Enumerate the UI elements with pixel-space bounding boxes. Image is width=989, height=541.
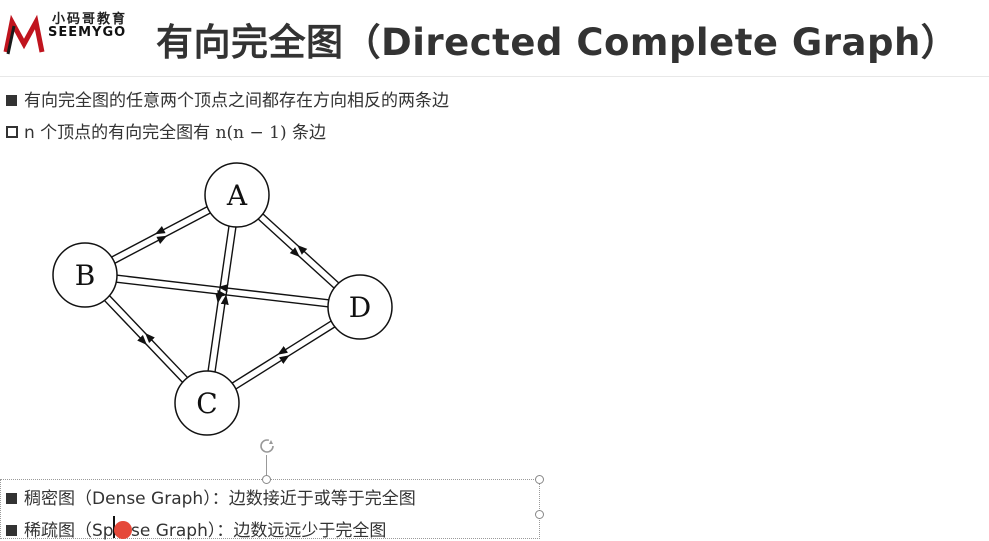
filled-square-bullet-icon (6, 525, 17, 536)
bullet-2-suffix: 条边 (286, 123, 327, 143)
filled-square-bullet-icon (6, 493, 17, 504)
vertex-D-label: D (349, 291, 371, 324)
definition-sparse: 稀疏图（Sparse Graph）：边数远远少于完全图 (6, 516, 386, 541)
logo-en-text: SEEMYGO (48, 25, 127, 40)
vertex-C (174, 370, 240, 436)
vertex-C-label: C (196, 387, 217, 420)
logo-cn-text: 小码哥教育 (52, 12, 128, 27)
bullet-2-prefix: n 个顶点的有向完全图有 (24, 123, 216, 143)
edge-A-to-D (257, 218, 335, 289)
edge-count-formula: n(n − 1) (215, 123, 287, 143)
slide-title: 有向完全图（Directed Complete Graph） (156, 21, 959, 64)
header-divider (0, 76, 989, 77)
edge-B-to-C (104, 300, 183, 383)
seemygo-logo (3, 14, 45, 55)
rotate-handle-stem (266, 455, 267, 477)
directed-complete-graph-diagram: A B C D (52, 162, 393, 436)
edge-B-to-A (114, 212, 211, 264)
edge-C-to-B (109, 295, 188, 378)
bullet-2: n 个顶点的有向完全图有 n(n − 1) 条边 (6, 118, 326, 143)
vertex-A-label: A (226, 179, 248, 212)
edge-A-to-C (207, 226, 230, 371)
definition-dense-text: 稠密图（Dense Graph）：边数接近于或等于完全图 (24, 489, 416, 509)
vertex-B (52, 242, 118, 308)
vertex-B-label: B (75, 259, 96, 292)
filled-square-bullet-icon (6, 95, 17, 106)
edge-D-to-B (117, 274, 329, 301)
edge-A-to-B (111, 206, 208, 258)
edge-D-to-C (231, 320, 332, 384)
slide-header: 小码哥教育 SEEMYGO 有向完全图（Directed Complete Gr… (0, 0, 989, 78)
mouse-cursor-highlight (114, 521, 132, 539)
rotate-icon (260, 439, 274, 453)
edge-C-to-A (214, 227, 237, 372)
edge-B-to-D (116, 281, 328, 308)
vertex-A (204, 162, 270, 228)
bullet-1-text: 有向完全图的任意两个顶点之间都存在方向相反的两条边 (24, 91, 449, 111)
edge-C-to-D (235, 326, 336, 390)
hollow-square-bullet-icon (6, 126, 18, 138)
resize-handle-right[interactable] (535, 510, 544, 519)
definition-dense: 稠密图（Dense Graph）：边数接近于或等于完全图 (6, 484, 416, 509)
rotate-handle[interactable] (258, 437, 276, 455)
vertex-D (327, 274, 393, 340)
bullet-1: 有向完全图的任意两个顶点之间都存在方向相反的两条边 (6, 86, 449, 111)
resize-handle-top-right[interactable] (535, 475, 544, 484)
resize-handle-top[interactable] (262, 475, 271, 484)
edge-D-to-A (262, 213, 340, 284)
definition-sparse-text[interactable]: 稀疏图（Sparse Graph）：边数远远少于完全图 (24, 521, 387, 541)
